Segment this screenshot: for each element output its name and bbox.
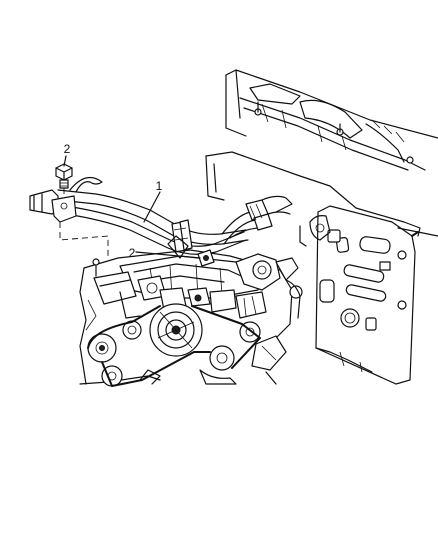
leader-line-2-bolt xyxy=(63,155,67,167)
leader-line-1 xyxy=(143,191,161,223)
callout-1: 1 xyxy=(156,179,163,193)
firewall-panel xyxy=(205,69,438,385)
engine-assembly xyxy=(79,235,303,387)
leader-line-2-clip xyxy=(135,251,201,259)
callout-2-clip: 2 xyxy=(129,246,136,260)
alignment-line xyxy=(59,222,109,258)
heater-hose-assembly xyxy=(29,176,293,255)
callout-2-bolt: 2 xyxy=(64,142,71,156)
bolt-fastener xyxy=(55,163,73,189)
